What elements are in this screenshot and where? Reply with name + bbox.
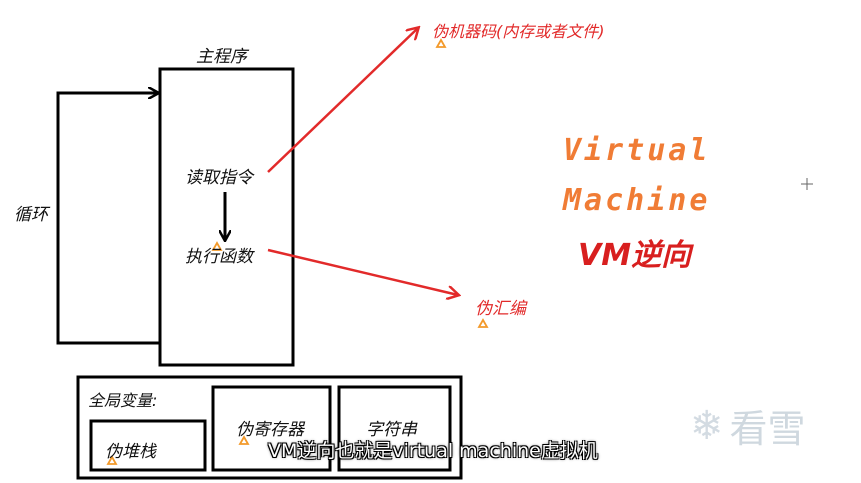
warning-marker-icon [106,455,118,465]
global-vars-title: 全局变量: [88,391,158,410]
loop-label: 循环 [14,205,48,225]
watermark-text: 看雪 [729,407,806,451]
watermark: ❄ 看雪 [690,398,806,453]
warning-marker-icon [435,38,447,48]
heading-virtual: Virtual [563,133,711,168]
pseudo-registers-label: 伪寄存器 [236,420,304,440]
pseudo-stack-box [89,419,207,472]
pseudo-registers-box [211,385,332,472]
snowflake-icon: ❄ [690,402,724,449]
video-subtitle: VM逆向也就是virtual machine虚拟机 [268,440,598,462]
string-box [337,385,452,472]
pseudo-assembly-label: 伪汇编 [475,299,526,319]
arrow-to-machine-code [267,28,418,173]
warning-marker-icon [238,435,250,445]
main-program-title: 主程序 [196,47,247,67]
read-instruction-label: 读取指令 [185,168,253,188]
arrow-to-assembly [267,248,458,295]
heading-vm-reverse: VM逆向 [578,238,692,273]
global-vars-box [76,375,463,480]
pseudo-machine-code-label: 伪机器码(内存或者文件) [432,22,605,41]
crosshair-cursor-icon [801,178,813,190]
heading-machine: Machine [563,183,711,218]
pseudo-stack-label: 伪堆栈 [105,442,156,462]
execute-function-label: 执行函数 [185,247,253,267]
warning-marker-icon [211,241,223,251]
string-label: 字符串 [366,420,417,440]
main-program-box [158,67,295,367]
warning-marker-icon [477,318,489,328]
loop-arrow [56,93,160,345]
